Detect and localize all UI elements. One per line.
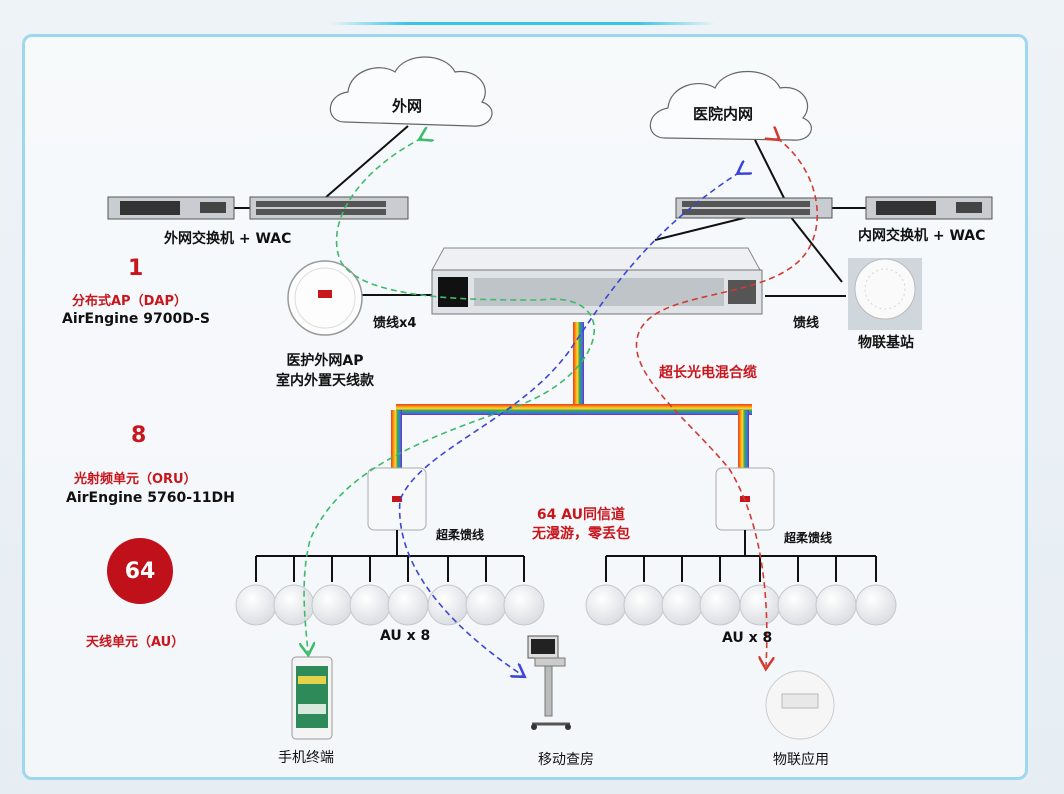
oru-title: 光射频单元（ORU）: [74, 472, 197, 487]
feeder-label: 馈线: [793, 316, 820, 331]
hybrid-cable: [391, 322, 752, 474]
au-title: 天线单元（AU）: [86, 635, 185, 650]
dap-unit: [431, 247, 763, 315]
au-right-7: [815, 584, 857, 626]
soft-feeder-right-label: 超柔馈线: [784, 531, 833, 545]
hybrid-cable-label: 超长光电混合缆: [659, 365, 757, 381]
external-switch-label: 外网交换机 + WAC: [164, 231, 292, 247]
au-left-5: [387, 584, 429, 626]
soft-feeder-left-label: 超柔馈线: [436, 528, 485, 542]
internal-switch-large: [675, 197, 833, 219]
au-right-2: [623, 584, 665, 626]
external-switch-small: [107, 196, 235, 220]
oru-count: 8: [131, 423, 147, 448]
iot-device: [765, 670, 835, 740]
iot-base-label: 物联基站: [858, 335, 914, 351]
dap-model: AirEngine 9700D-S: [62, 311, 210, 327]
feeder-x4-label: 馈线x4: [373, 316, 417, 331]
flow-path-red: [635, 138, 819, 666]
external-cloud-label: 外网: [392, 97, 423, 115]
au-right-8: [855, 584, 897, 626]
au-center-label-1: 64 AU同信道: [536, 507, 626, 523]
au-left-4: [349, 584, 391, 626]
hospital-cloud: [649, 70, 812, 141]
au-left-2: [273, 584, 315, 626]
au-right-3: [661, 584, 703, 626]
iot-app-label: 物联应用: [773, 752, 829, 768]
iot-base-station: [848, 258, 922, 330]
internal-switch-small: [865, 196, 993, 220]
dap-count: 1: [128, 256, 144, 281]
external-ap-label-1: 医护外网AP: [286, 353, 364, 369]
phone-terminal: [291, 656, 333, 740]
au-center-label-2: 无漫游，零丢包: [532, 526, 630, 542]
dap-title: 分布式AP（DAP）: [72, 294, 187, 309]
mobile-cart-label: 移动查房: [538, 752, 594, 768]
hospital-cloud-label: 医院内网: [693, 105, 754, 123]
au-right-5: [739, 584, 781, 626]
au-left-1: [235, 584, 277, 626]
flow-path-blue: [398, 172, 740, 675]
external-cloud: [329, 56, 493, 127]
external-ap-label-2: 室内外置天线款: [276, 373, 374, 389]
au-left-count-label: AU x 8: [380, 628, 431, 644]
au-left-7: [465, 584, 507, 626]
au-right-6: [777, 584, 819, 626]
au-left-8: [503, 584, 545, 626]
oru-model: AirEngine 5760-11DH: [66, 490, 235, 506]
au-right-1: [585, 584, 627, 626]
mobile-cart: [527, 635, 571, 730]
au-count-badge: 64: [107, 538, 173, 604]
external-switch-large: [249, 196, 409, 220]
internal-switch-label: 内网交换机 + WAC: [858, 228, 986, 244]
au-left-3: [311, 584, 353, 626]
phone-terminal-label: 手机终端: [278, 750, 334, 766]
oru-left: [367, 467, 427, 531]
au-right-4: [699, 584, 741, 626]
au-right-count-label: AU x 8: [722, 630, 773, 646]
au-left-6: [427, 584, 469, 626]
top-accent-line: [330, 22, 715, 25]
